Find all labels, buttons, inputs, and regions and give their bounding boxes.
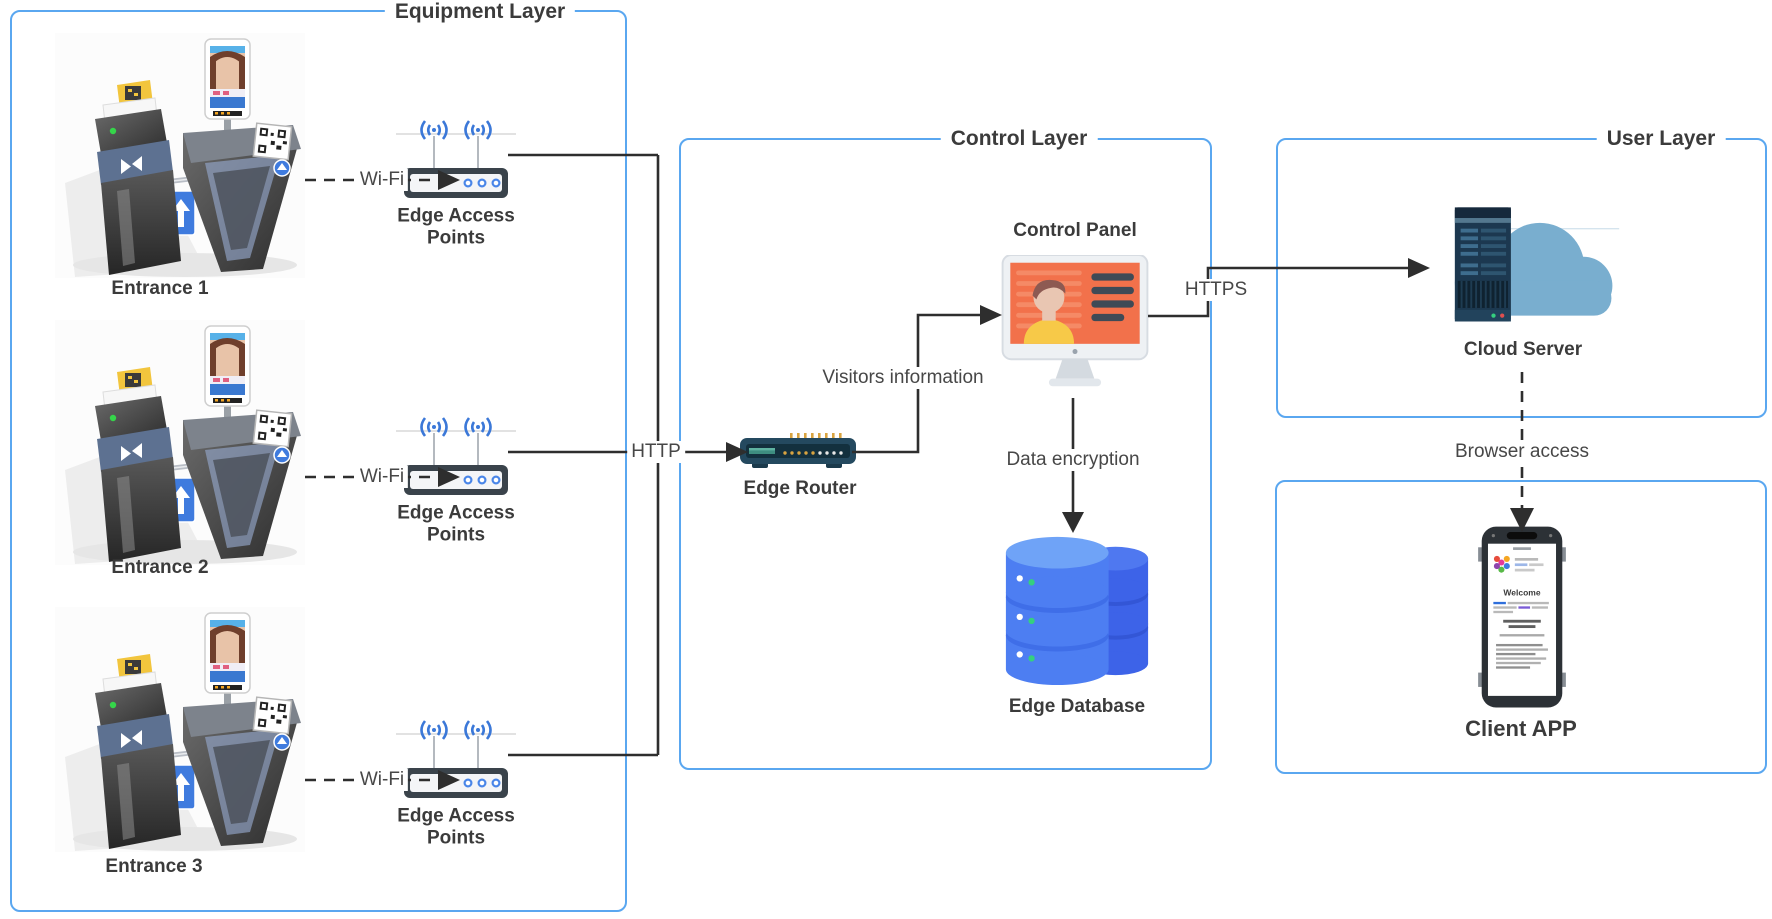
- entrance-1-label: Entrance 1: [111, 277, 209, 299]
- control-panel-icon: [1000, 255, 1150, 395]
- access-points-label-2: Edge Access Points: [397, 502, 515, 546]
- control-layer-title: Control Layer: [940, 127, 1098, 151]
- https-label: HTTPS: [1180, 279, 1252, 301]
- browser-access-label: Browser access: [1450, 441, 1594, 463]
- access-point-icon-2: [396, 413, 516, 508]
- access-point-icon-1: [396, 116, 516, 211]
- user-layer-title: User Layer: [1596, 127, 1726, 151]
- access-points-label-1: Edge Access Points: [397, 205, 515, 249]
- cloud-server-label: Cloud Server: [1463, 338, 1583, 360]
- visitors-information-label: Visitors information: [818, 367, 988, 389]
- http-label: HTTP: [627, 441, 685, 463]
- entrance-3-label: Entrance 3: [105, 855, 203, 877]
- client-app-label: Client APP: [1465, 716, 1577, 742]
- wifi-label-1: Wi-Fi: [355, 169, 409, 191]
- access-point-icon-3: [396, 716, 516, 811]
- edge-router-label: Edge Router: [743, 477, 857, 499]
- turnstile-entrance-1: [55, 33, 305, 278]
- data-encryption-label: Data encryption: [1002, 449, 1144, 471]
- phone-welcome-text: Welcome: [1503, 588, 1540, 598]
- turnstile-entrance-3: [55, 607, 305, 852]
- cloud-server-icon: [1420, 190, 1625, 335]
- equipment-layer-box: [10, 10, 627, 912]
- turnstile-entrance-2: [55, 320, 305, 565]
- app-logo-icon: [1493, 555, 1510, 573]
- edge-database-label: Edge Database: [1008, 695, 1146, 717]
- client-app-phone: Welcome: [1478, 526, 1566, 708]
- control-panel-label: Control Panel: [1013, 219, 1137, 241]
- access-points-label-3: Edge Access Points: [397, 805, 515, 849]
- entrance-2-label: Entrance 2: [111, 556, 209, 578]
- wifi-label-2: Wi-Fi: [355, 466, 409, 488]
- edge-database-icon: [998, 525, 1156, 693]
- wifi-label-3: Wi-Fi: [355, 769, 409, 791]
- edge-router-icon: [738, 432, 858, 472]
- equipment-layer-title: Equipment Layer: [384, 0, 576, 24]
